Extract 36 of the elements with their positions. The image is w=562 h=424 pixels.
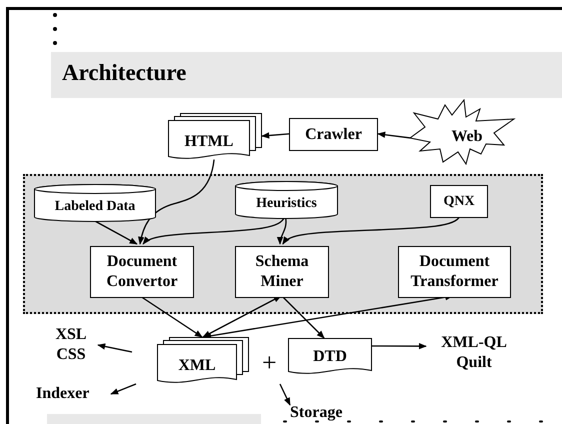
process-box [289, 118, 378, 151]
node-label: HTML [184, 132, 234, 152]
process-box [398, 246, 511, 298]
process-box [90, 246, 194, 298]
node-label: Crawler [305, 124, 362, 144]
node-label: Document Convertor [105, 252, 179, 292]
node-label: XSL CSS [54, 325, 88, 365]
process-box [430, 185, 488, 218]
arrow [377, 132, 410, 139]
arrow [281, 296, 325, 339]
node-label: Web [451, 127, 483, 147]
arrow [202, 295, 282, 338]
node-label: XML [178, 356, 216, 376]
arrow [261, 132, 290, 139]
node-label: Document Transformer [410, 252, 500, 292]
system-panel [23, 174, 543, 314]
arrow [279, 384, 291, 406]
arrow [138, 159, 215, 245]
node-label: Indexer [36, 384, 90, 404]
arrow [142, 216, 286, 245]
arrow [277, 216, 287, 245]
node-label: Labeled Data [54, 198, 136, 216]
arrow [372, 342, 427, 350]
arrow [282, 216, 460, 245]
arrow [97, 343, 132, 353]
node-label: Heuristics [256, 194, 317, 212]
arrow [110, 383, 136, 395]
process-box [235, 246, 329, 298]
node-label: QNX [443, 192, 475, 210]
node-label: DTD [313, 347, 347, 367]
plus-sign: + [262, 350, 277, 376]
node-label: XML-QL Quilt [440, 333, 508, 373]
node-label: Storage [290, 403, 342, 423]
arrow [140, 295, 203, 338]
node-label: Schema Miner [254, 252, 310, 292]
slide-title: Architecture [62, 61, 186, 84]
